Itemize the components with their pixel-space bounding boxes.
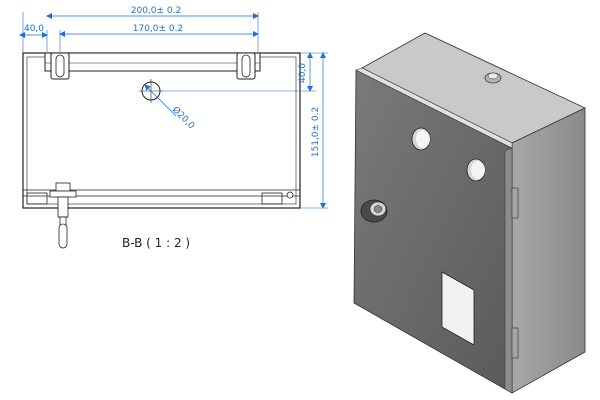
top-rail xyxy=(44,52,261,80)
enclosure-3d-view xyxy=(353,32,586,394)
hinge-pin xyxy=(286,191,294,199)
dim-top-offset-label: 40,0 xyxy=(298,63,308,83)
dim-hole-spacing: 170,0± 0.2 xyxy=(59,24,259,52)
dim-overall-height: 151,0± 0.2 xyxy=(300,52,328,209)
dim-overall-height-label: 151,0± 0.2 xyxy=(311,107,321,157)
section-view: 200,0± 0.2 170,0± 0.2 40,0 40,0 151,0± 0… xyxy=(19,6,328,250)
lock-key xyxy=(58,223,68,249)
dim-hole-spacing-label: 170,0± 0.2 xyxy=(133,24,183,34)
section-caption: B-B ( 1 : 2 ) xyxy=(122,236,190,250)
door-lock-3d xyxy=(360,199,388,223)
dim-overall-width-label: 200,0± 0.2 xyxy=(131,6,181,16)
door-lock xyxy=(49,182,77,249)
door-window xyxy=(441,271,475,346)
dim-left-offset-label: 40,0 xyxy=(24,24,44,34)
hinge-top xyxy=(511,187,519,219)
enclosure-side-face xyxy=(511,107,586,394)
dim-top-offset: 40,0 xyxy=(160,52,328,92)
hinge-bottom xyxy=(511,327,519,359)
dim-left-offset: 40,0 xyxy=(19,24,48,52)
